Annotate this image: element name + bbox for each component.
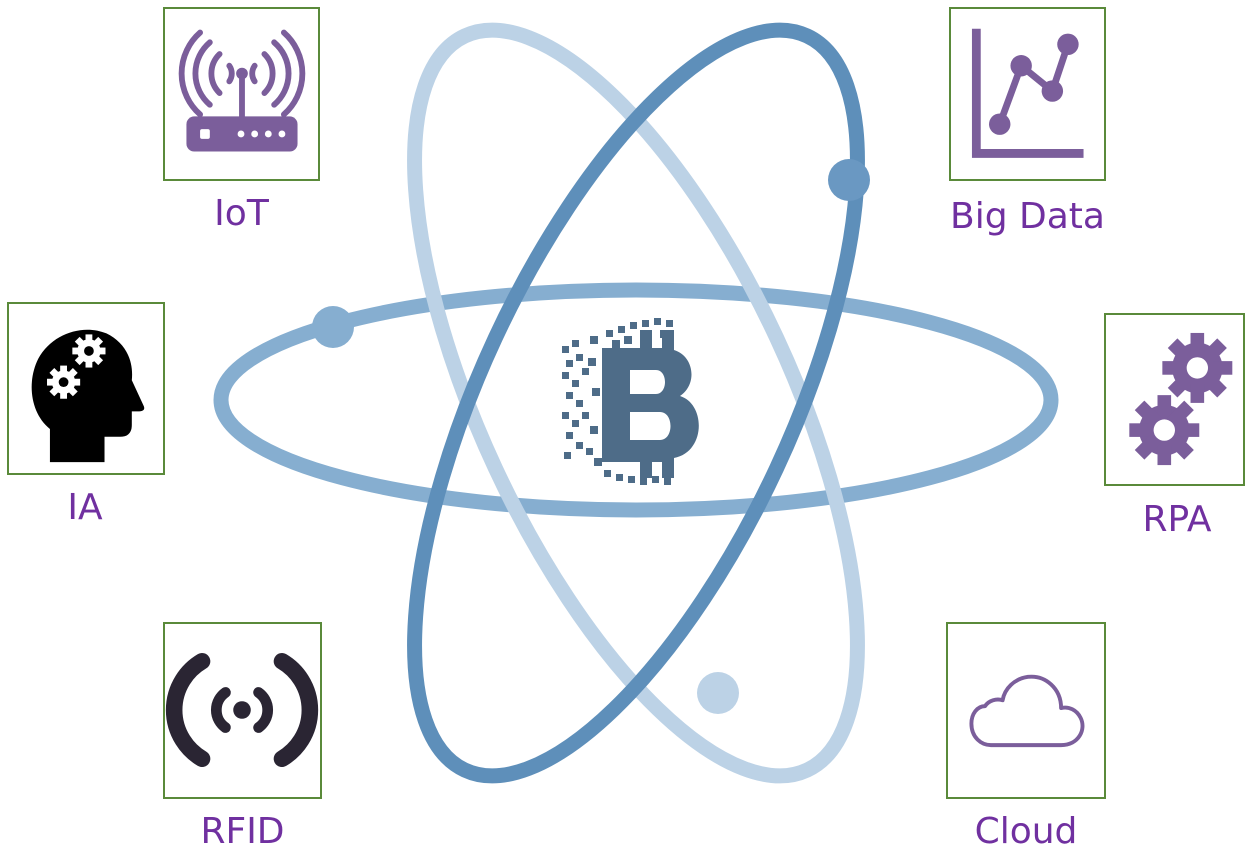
cloud-icon [969,674,1085,748]
rfid-tile [163,622,322,799]
wifi-router-icon [178,29,306,152]
orbit-dark [407,22,865,784]
orbit-horizontal [213,282,1059,518]
line-chart-icon [971,28,1084,158]
big-data-label: Big Data [950,196,1105,237]
orbit-light [407,22,865,784]
big-data-tile [949,7,1106,181]
blockchain-b-logo [562,318,699,485]
rfid-signal-icon [165,652,319,768]
electron-bottom [697,672,739,714]
ia-label: IA [67,487,103,528]
rpa-tile [1104,313,1245,486]
gears-icon [1129,332,1233,466]
iot-label: IoT [214,193,269,234]
cloud-label: Cloud [974,811,1078,852]
electron-left [312,306,354,348]
cloud-tile [946,622,1106,799]
electron-top-right [828,159,870,201]
ia-tile [7,302,165,475]
head-gears-icon [31,329,145,463]
rfid-label: RFID [200,811,285,852]
rpa-label: RPA [1142,499,1212,540]
iot-tile [163,7,320,181]
